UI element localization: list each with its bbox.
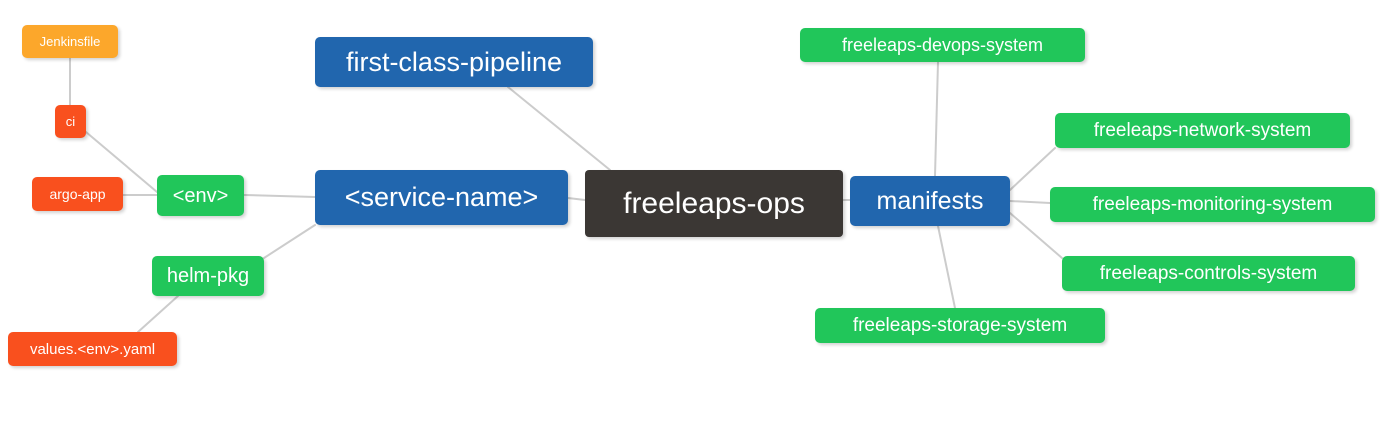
edge-manifests-to-freeleaps-storage-system [937, 225, 956, 309]
mindmap-node-freeleaps-controls-system[interactable]: freeleaps-controls-system [1062, 256, 1355, 291]
edge-manifests-to-freeleaps-devops-system [934, 61, 939, 177]
mindmap-node-values-env-yaml[interactable]: values.<env>.yaml [8, 332, 177, 366]
mindmap-node-freeleaps-storage-system[interactable]: freeleaps-storage-system [815, 308, 1105, 343]
mindmap-node-helm-pkg[interactable]: helm-pkg [152, 256, 264, 296]
edge-manifests-to-freeleaps-monitoring-system [1009, 200, 1051, 204]
edge-helm-pkg-to-values-env-yaml [137, 295, 179, 333]
edge-ci-to-env [85, 131, 158, 193]
edge-service-name-to-helm-pkg [263, 224, 316, 259]
edge-env-to-service-name [243, 194, 316, 198]
edge-service-name-to-freeleaps-ops [567, 197, 586, 201]
mindmap-node-freeleaps-monitoring-system[interactable]: freeleaps-monitoring-system [1050, 187, 1375, 222]
edge-first-class-pipeline-to-freeleaps-ops [507, 86, 611, 171]
mindmap-node-first-class-pipeline[interactable]: first-class-pipeline [315, 37, 593, 87]
mindmap-node-freeleaps-network-system[interactable]: freeleaps-network-system [1055, 113, 1350, 148]
mindmap-node-env[interactable]: <env> [157, 175, 244, 216]
mindmap-node-ci[interactable]: ci [55, 105, 86, 138]
mindmap-node-jenkinsfile[interactable]: Jenkinsfile [22, 25, 118, 58]
mindmap-node-argo-app[interactable]: argo-app [32, 177, 123, 211]
mindmap-node-freeleaps-devops-system[interactable]: freeleaps-devops-system [800, 28, 1085, 62]
mindmap-node-service-name[interactable]: <service-name> [315, 170, 568, 225]
mindmap-node-freeleaps-ops[interactable]: freeleaps-ops [585, 170, 843, 237]
edge-manifests-to-freeleaps-controls-system [1009, 212, 1063, 259]
mindmap-node-manifests[interactable]: manifests [850, 176, 1010, 226]
edge-manifests-to-freeleaps-network-system [1009, 147, 1056, 191]
